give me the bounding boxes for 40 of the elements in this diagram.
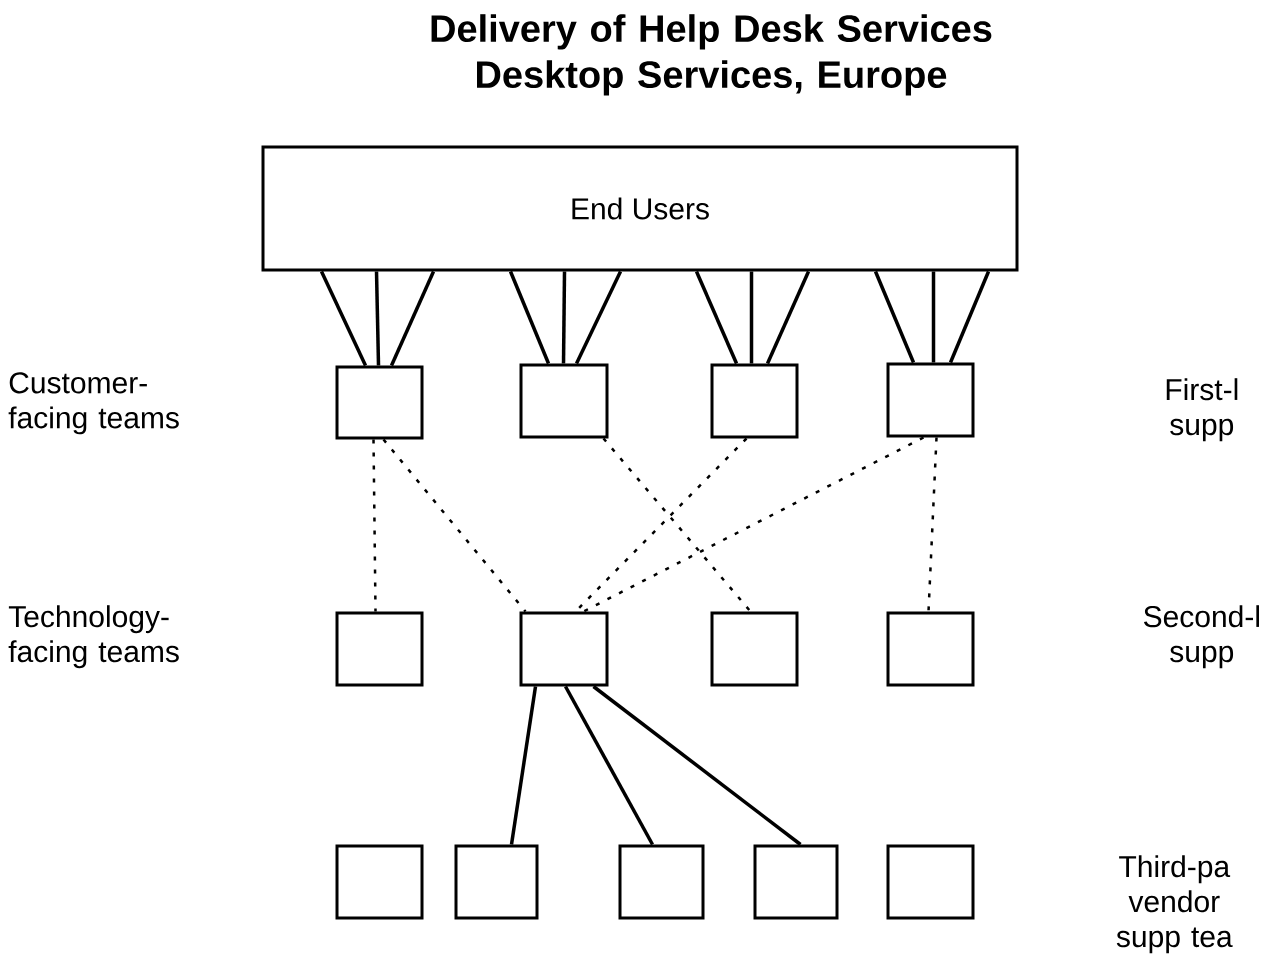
level-label: Second-l supp bbox=[1143, 605, 1259, 669]
level-label: First-l supp bbox=[1166, 378, 1238, 442]
dotted-line bbox=[382, 438, 527, 613]
connector-line bbox=[749, 271, 754, 364]
connector-line bbox=[765, 270, 811, 365]
empty-box bbox=[335, 844, 424, 920]
dotted-line bbox=[927, 437, 938, 612]
title: Delivery of Help Desk Services Desktop Services, Europe bbox=[431, 14, 992, 96]
level-label: Technology- facing teams bbox=[8, 605, 179, 669]
level-label: Third-pa vendor supp tea bbox=[1116, 855, 1233, 954]
connector-line bbox=[563, 685, 655, 846]
connector-line bbox=[574, 270, 623, 365]
connector-line bbox=[389, 270, 436, 367]
dotted-line bbox=[372, 439, 377, 612]
connector-line bbox=[561, 271, 567, 364]
connector-line bbox=[931, 271, 936, 363]
empty-box bbox=[710, 611, 799, 687]
empty-box bbox=[886, 362, 975, 438]
dotted-line bbox=[582, 436, 925, 613]
end-users-box: End Users bbox=[261, 145, 1019, 272]
connector-line bbox=[694, 270, 739, 365]
empty-box bbox=[519, 611, 609, 687]
connector-line bbox=[948, 270, 991, 364]
connector-line bbox=[873, 270, 916, 364]
empty-box bbox=[618, 844, 705, 920]
empty-box bbox=[335, 611, 424, 687]
connector-line bbox=[509, 686, 538, 845]
empty-box bbox=[335, 365, 424, 440]
connector-line bbox=[592, 685, 802, 846]
empty-box bbox=[519, 363, 609, 439]
empty-box bbox=[454, 844, 539, 920]
connector-line bbox=[374, 271, 381, 366]
connector-line bbox=[319, 270, 368, 367]
empty-box bbox=[710, 363, 799, 439]
empty-box bbox=[886, 611, 975, 687]
level-label: Customer- facing teams bbox=[8, 372, 179, 435]
dotted-line bbox=[602, 437, 752, 613]
empty-box bbox=[886, 844, 975, 920]
connector-line bbox=[508, 270, 551, 365]
empty-box bbox=[753, 844, 839, 920]
